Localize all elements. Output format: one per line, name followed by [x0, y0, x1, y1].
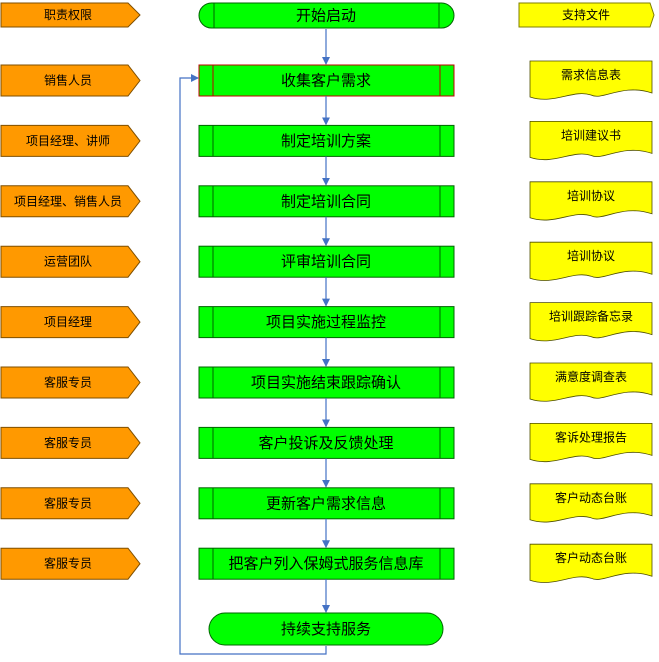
document-box: 需求信息表 — [529, 60, 653, 100]
step-label: 更新客户需求信息 — [266, 494, 386, 512]
process-step: 收集客户需求 — [198, 64, 455, 97]
document-box: 培训协议 — [529, 181, 653, 221]
process-row: 项目经理、讲师 制定培训方案 培训建议书 — [0, 121, 653, 161]
document-label: 客诉处理报告 — [555, 429, 627, 444]
start-label: 开始启动 — [296, 7, 356, 25]
document-box: 客户动态台账 — [529, 543, 653, 583]
document-box: 满意度调查表 — [529, 362, 653, 402]
role-label: 客服专员 — [44, 375, 92, 390]
end-label: 持续支持服务 — [281, 620, 371, 638]
role-label: 销售人员 — [44, 73, 92, 88]
document-box: 培训建议书 — [529, 121, 653, 161]
process-row: 客服专员 把客户列入保姆式服务信息库 客户动态台账 — [0, 543, 653, 583]
step-label: 客户投诉及反馈处理 — [258, 434, 393, 452]
document-box: 客诉处理报告 — [529, 423, 653, 463]
role-label: 客服专员 — [44, 435, 92, 450]
role-box: 项目经理 — [0, 306, 141, 339]
start-terminator: 开始启动 — [198, 2, 455, 29]
role-box: 客服专员 — [0, 547, 141, 580]
role-label: 运营团队 — [44, 254, 92, 269]
step-label: 制定培训方案 — [281, 132, 371, 150]
document-label: 需求信息表 — [561, 67, 621, 82]
process-row: 销售人员 收集客户需求 需求信息表 — [0, 60, 653, 100]
role-label: 客服专员 — [44, 495, 92, 510]
document-label: 培训跟踪备忘录 — [549, 309, 633, 324]
process-step: 把客户列入保姆式服务信息库 — [198, 547, 455, 580]
roles-header-label: 职责权限 — [44, 8, 92, 22]
document-label: 客户动态台账 — [555, 490, 627, 505]
process-row: 运营团队 评审培训合同 培训协议 — [0, 241, 653, 281]
process-row: 客服专员 客户投诉及反馈处理 客诉处理报告 — [0, 423, 653, 463]
role-box: 运营团队 — [0, 245, 141, 278]
process-row: 项目经理 项目实施过程监控 培训跟踪备忘录 — [0, 302, 653, 342]
docs-header-label: 支持文件 — [562, 7, 610, 22]
process-step: 项目实施过程监控 — [198, 306, 455, 339]
document-box: 培训跟踪备忘录 — [529, 302, 653, 342]
step-label: 评审培训合同 — [281, 253, 371, 271]
role-label: 项目经理 — [44, 315, 92, 329]
document-label: 培训协议 — [567, 248, 615, 263]
role-box: 项目经理、讲师 — [0, 124, 141, 157]
process-row: 客服专员 项目实施结束跟踪确认 满意度调查表 — [0, 362, 653, 402]
loop-back-connector — [179, 74, 327, 655]
role-label: 项目经理、销售人员 — [14, 193, 122, 208]
role-box: 客服专员 — [0, 426, 141, 459]
role-label: 项目经理、讲师 — [26, 133, 110, 148]
document-label: 培训建议书 — [561, 127, 621, 142]
process-step: 客户投诉及反馈处理 — [198, 426, 455, 459]
document-box: 培训协议 — [529, 241, 653, 281]
step-label: 把客户列入保姆式服务信息库 — [228, 555, 423, 573]
end-terminator: 持续支持服务 — [208, 612, 444, 646]
docs-header: 支持文件 — [518, 2, 655, 28]
role-box: 销售人员 — [0, 64, 141, 97]
document-label: 满意度调查表 — [555, 369, 627, 384]
step-label: 项目实施结束跟踪确认 — [251, 374, 401, 392]
process-step: 项目实施结束跟踪确认 — [198, 366, 455, 399]
role-box: 客服专员 — [0, 487, 141, 520]
process-row: 客服专员 更新客户需求信息 客户动态台账 — [0, 483, 653, 523]
document-box: 客户动态台账 — [529, 483, 653, 523]
process-step: 制定培训合同 — [198, 185, 455, 218]
role-box: 客服专员 — [0, 366, 141, 399]
process-row: 项目经理、销售人员 制定培训合同 培训协议 — [0, 181, 653, 221]
step-label: 制定培训合同 — [281, 192, 371, 210]
role-box: 项目经理、销售人员 — [0, 185, 141, 218]
role-label: 客服专员 — [44, 556, 92, 571]
document-label: 客户动态台账 — [555, 550, 627, 565]
document-label: 培训协议 — [567, 188, 615, 203]
process-step: 评审培训合同 — [198, 245, 455, 278]
step-label: 项目实施过程监控 — [266, 313, 386, 331]
roles-header: 职责权限 — [0, 2, 141, 28]
step-label: 收集客户需求 — [281, 72, 371, 90]
process-step: 更新客户需求信息 — [198, 487, 455, 520]
process-step: 制定培训方案 — [198, 124, 455, 157]
